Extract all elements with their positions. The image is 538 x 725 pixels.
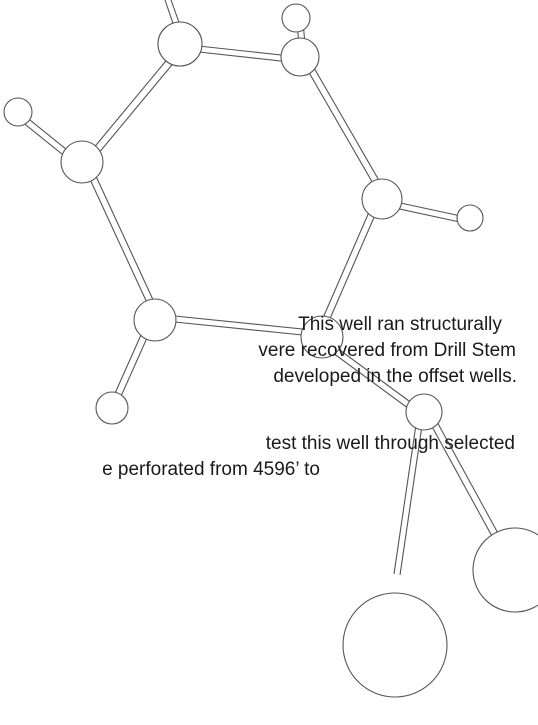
bond [154, 313, 323, 338]
atom [300, 315, 344, 359]
atom [405, 393, 443, 431]
atom [95, 391, 129, 425]
atom-group [3, 3, 538, 698]
atom [133, 298, 177, 342]
bond [81, 158, 162, 321]
bond [299, 53, 389, 200]
bond [393, 410, 425, 576]
atom [3, 97, 33, 127]
atom [472, 527, 538, 613]
atom [361, 178, 403, 220]
bond [315, 195, 383, 338]
atom [157, 21, 203, 67]
text-line-3: developed in the offset wells. [273, 366, 517, 387]
text-line-4: test this well through selected [265, 433, 515, 454]
atom [281, 3, 311, 33]
text-line-1: This well ran structurally [298, 314, 502, 335]
text-line-5: e perforated from 4596’ to [102, 459, 320, 480]
atom [456, 204, 484, 232]
bond [81, 43, 187, 167]
bond-group [15, 0, 512, 576]
text-line-2: vere recovered from Drill Stem [258, 340, 516, 361]
atom [342, 592, 448, 698]
atom [60, 140, 104, 184]
atom [280, 37, 320, 77]
